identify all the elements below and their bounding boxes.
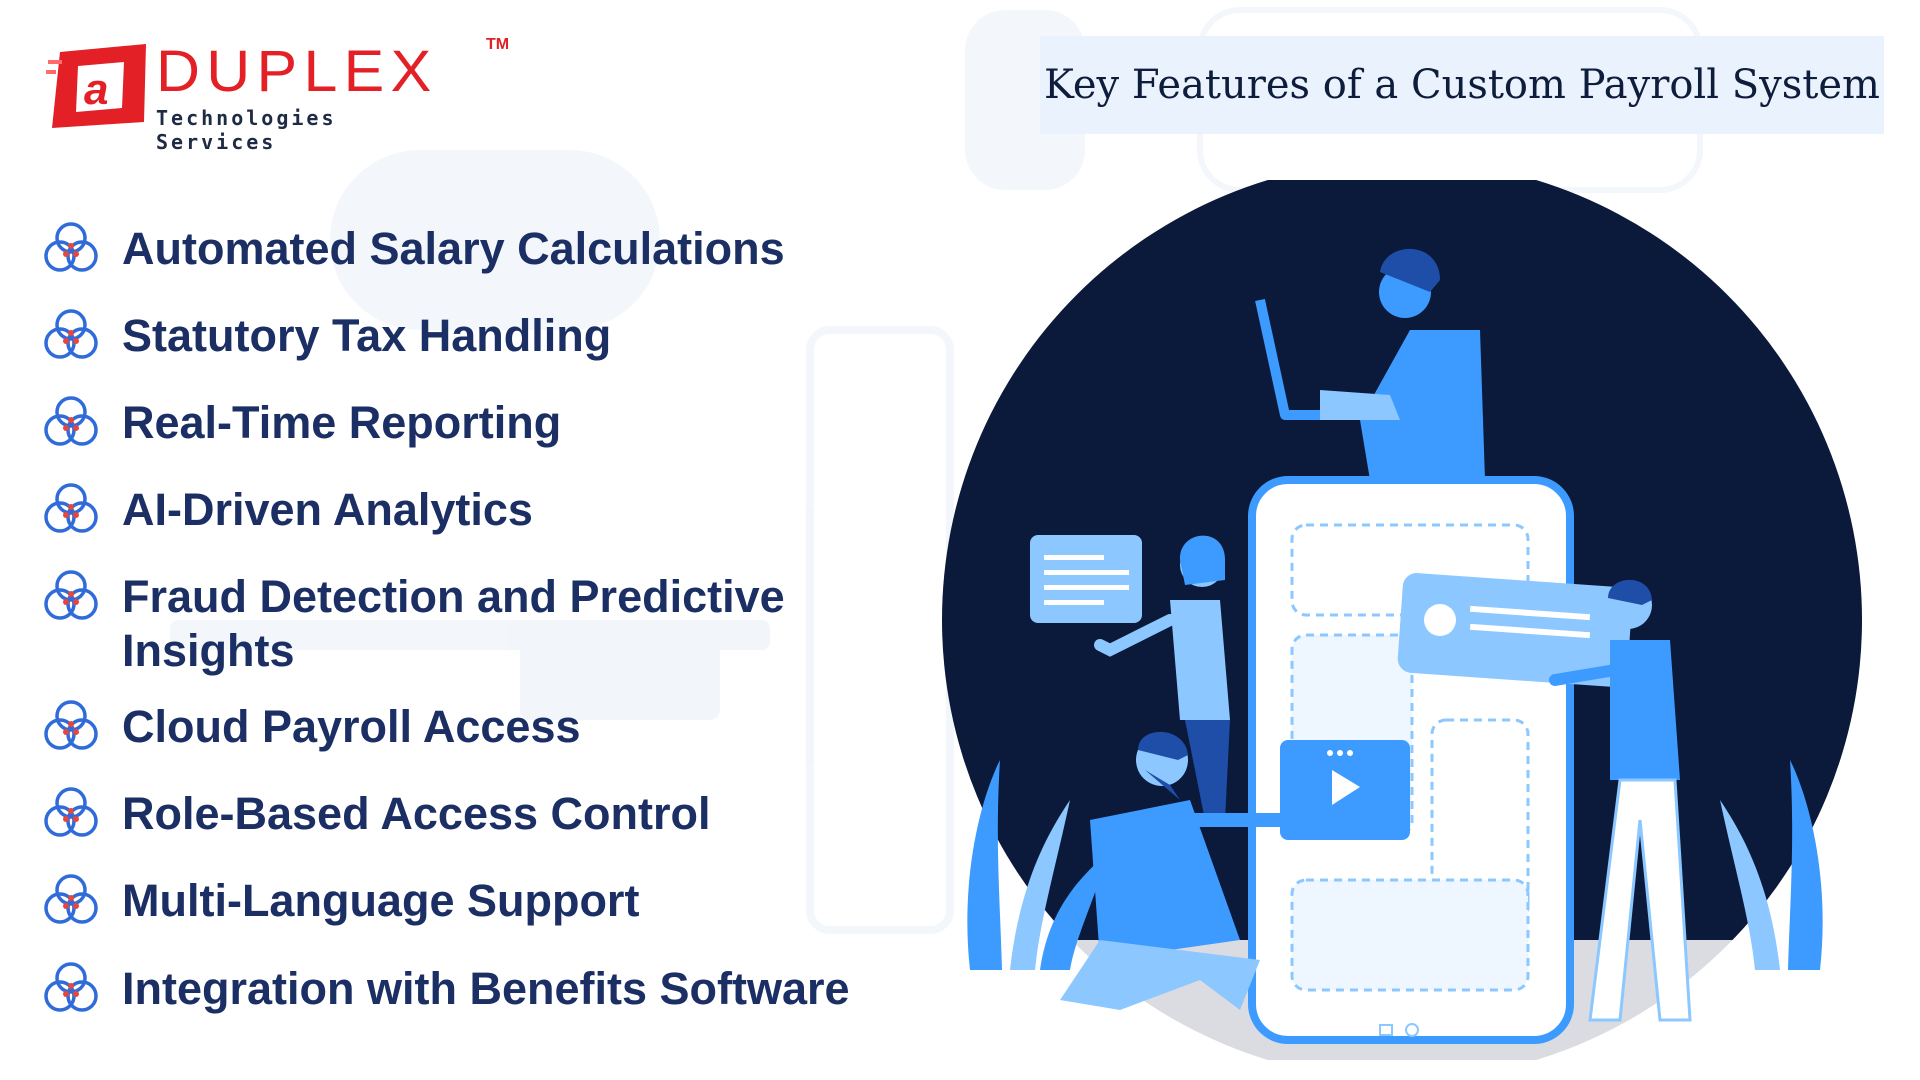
feature-bullet-icon [44,874,98,924]
feature-label: Real-Time Reporting [122,397,562,448]
list-item: Cloud Payroll Access [40,700,940,758]
list-item: Real-Time Reporting [40,396,940,454]
plant-left-icon [967,760,1110,970]
person-laptop-icon [1255,248,1485,480]
feature-bullet-icon [44,570,98,620]
list-item: Statutory Tax Handling [40,309,940,367]
list-item: Integration with Benefits Software [40,962,940,1020]
title-banner: Key Features of a Custom Payroll System [1040,36,1884,134]
duplex-logo-icon: a [46,44,146,128]
feature-label: Integration with Benefits Software [122,963,850,1014]
payroll-illustration [940,180,1880,1060]
feature-bullet-icon [44,396,98,446]
svg-text:a: a [84,65,108,114]
feature-label: Fraud Detection and Predictive Insights [122,571,785,676]
feature-label: AI-Driven Analytics [122,484,533,535]
feature-bullet-icon [44,483,98,533]
logo-trademark: TM [486,36,510,53]
feature-bullet-icon [44,700,98,750]
list-item: Role-Based Access Control [40,787,940,845]
person-man-right-icon [1549,579,1692,1022]
person-woman-icon [1094,535,1230,820]
feature-bullet-icon [44,962,98,1012]
company-logo[interactable]: a DUPLEX TM Technologies Services [46,36,509,154]
logo-name: DUPLEX [156,39,438,104]
feature-label: Cloud Payroll Access [122,701,581,752]
logo-tagline: Technologies Services [156,106,337,154]
list-item: Multi-Language Support [40,874,940,932]
feature-label: Multi-Language Support [122,875,640,926]
list-item: AI-Driven Analytics [40,483,940,541]
list-item: Fraud Detection and Predictive Insights [40,570,940,678]
feature-bullet-icon [44,787,98,837]
feature-bullet-icon [44,222,98,272]
feature-label: Statutory Tax Handling [122,310,612,361]
list-item: Automated Salary Calculations [40,222,940,280]
feature-label: Role-Based Access Control [122,788,711,839]
person-kneeling-icon [1060,731,1317,1010]
feature-bullet-icon [44,309,98,359]
feature-label: Automated Salary Calculations [122,223,785,274]
page-title: Key Features of a Custom Payroll System [1044,62,1880,108]
message-card-icon [1030,535,1142,623]
plant-right-icon [1720,760,1823,970]
profile-card-icon [1397,573,1633,687]
